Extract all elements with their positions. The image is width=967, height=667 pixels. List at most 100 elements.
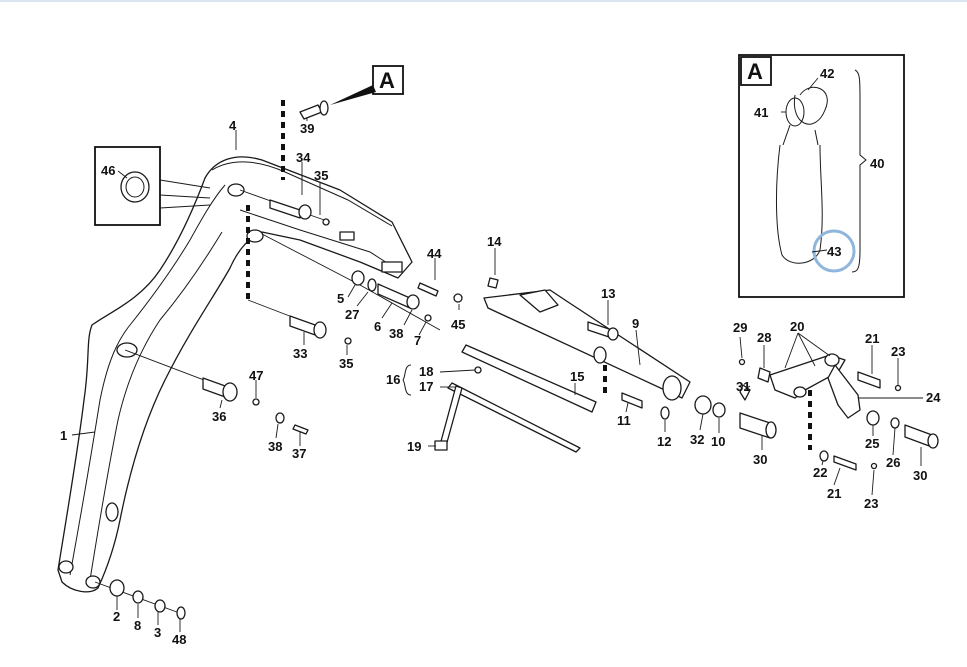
callout-32: 32 [690,432,704,447]
bolt-23b [870,462,878,470]
boom-foot-hole-2 [85,575,101,589]
pin-18 [474,366,482,374]
callout-29: 29 [733,320,747,335]
leader-26 [892,427,896,456]
callout-38b: 38 [268,439,282,454]
nut-45 [453,293,463,303]
pin-21b [833,455,857,471]
boom-side-line [239,209,399,271]
callout-45: 45 [451,317,465,332]
detail-a-marker: A [747,59,763,84]
washer-26 [890,417,900,429]
loop-41 [785,97,805,127]
detail-a-marker-box [740,56,772,86]
callout-12: 12 [657,434,671,449]
seal-detail-leaders [159,179,211,209]
leader-6 [381,302,393,319]
leader-43 [811,249,828,253]
leader-9 [635,329,641,366]
leader-18 [439,369,476,373]
callout-33: 33 [293,346,307,361]
boom-plate [381,261,403,273]
callout-30a: 30 [753,452,767,467]
boom-bracket [339,231,355,241]
brace-40 [851,69,867,273]
ring-42 [793,86,828,125]
view-marker-a: A [330,65,404,105]
callout-3: 3 [154,625,161,640]
boom-mid-hole [246,229,264,243]
callout-labels: 4 34 35 39 46 44 45 5 27 6 38 7 33 35 47… [60,66,941,647]
leader-7 [418,321,427,336]
callout-37: 37 [292,446,306,461]
pin-21a [857,371,881,389]
bracket-24 [827,364,861,419]
view-marker-box [372,65,404,95]
washer-38a [406,294,420,310]
leader-23b [871,469,875,496]
bushing-2 [109,579,125,597]
boom-lower-slot [105,502,119,522]
view-marker-arrow [330,85,376,105]
callout-38a: 38 [389,326,403,341]
callout-31: 31 [736,379,750,394]
view-marker-label: A [379,68,395,93]
callout-46: 46 [101,163,115,178]
callout-13: 13 [601,286,615,301]
callout-10: 10 [711,434,725,449]
callout-4: 4 [229,118,237,133]
top-divider [0,0,967,2]
leader-31 [743,385,751,391]
callout-15: 15 [570,369,584,384]
leader-5 [347,284,356,298]
washer-3 [154,599,166,613]
pin-30b-head [927,433,939,449]
callout-21a: 21 [865,331,879,346]
washer-8 [132,590,144,604]
pin-31 [739,384,751,401]
washer-27 [367,278,377,292]
leader-11 [625,402,629,413]
callout-48: 48 [172,632,186,647]
leader-22 [821,460,824,466]
lanyard-43 [775,144,823,264]
callout-2: 2 [113,609,120,624]
link-9-bracket [519,289,559,313]
leader-29 [739,336,743,359]
callout-21b: 21 [827,486,841,501]
callout-24: 24 [926,390,941,405]
callout-11: 11 [617,413,631,428]
detail-a-frame [738,54,905,298]
leader-36 [219,399,223,409]
callout-40: 40 [870,156,884,171]
boom-inner-edge [69,184,226,576]
callout-47: 47 [249,368,263,383]
head-19 [434,440,448,451]
leader-20 [784,332,831,369]
callout-35b: 35 [339,356,353,371]
link-9 [483,289,691,399]
leader-32 [699,413,704,431]
callout-23b: 23 [864,496,878,511]
callout-17: 17 [419,379,433,394]
callout-25: 25 [865,436,879,451]
boom-top-hole [227,183,245,197]
callout-20: 20 [790,319,804,334]
boom-inner-edge-2 [89,231,223,581]
callout-7: 7 [414,333,421,348]
leader-27 [356,291,369,307]
callout-19: 19 [407,439,421,454]
ring-48 [176,606,186,620]
callout-6: 6 [374,319,381,334]
washer-36 [222,382,238,402]
rod-15-b [447,382,581,453]
boom-assembly [57,156,413,593]
link-assembly-right [738,353,939,471]
callout-27: 27 [345,307,359,322]
seal-detail-46 [94,146,211,226]
leader-21b [833,467,841,486]
pin-30a-head [765,421,777,439]
callout-22: 22 [813,465,827,480]
washer-22 [819,450,829,462]
